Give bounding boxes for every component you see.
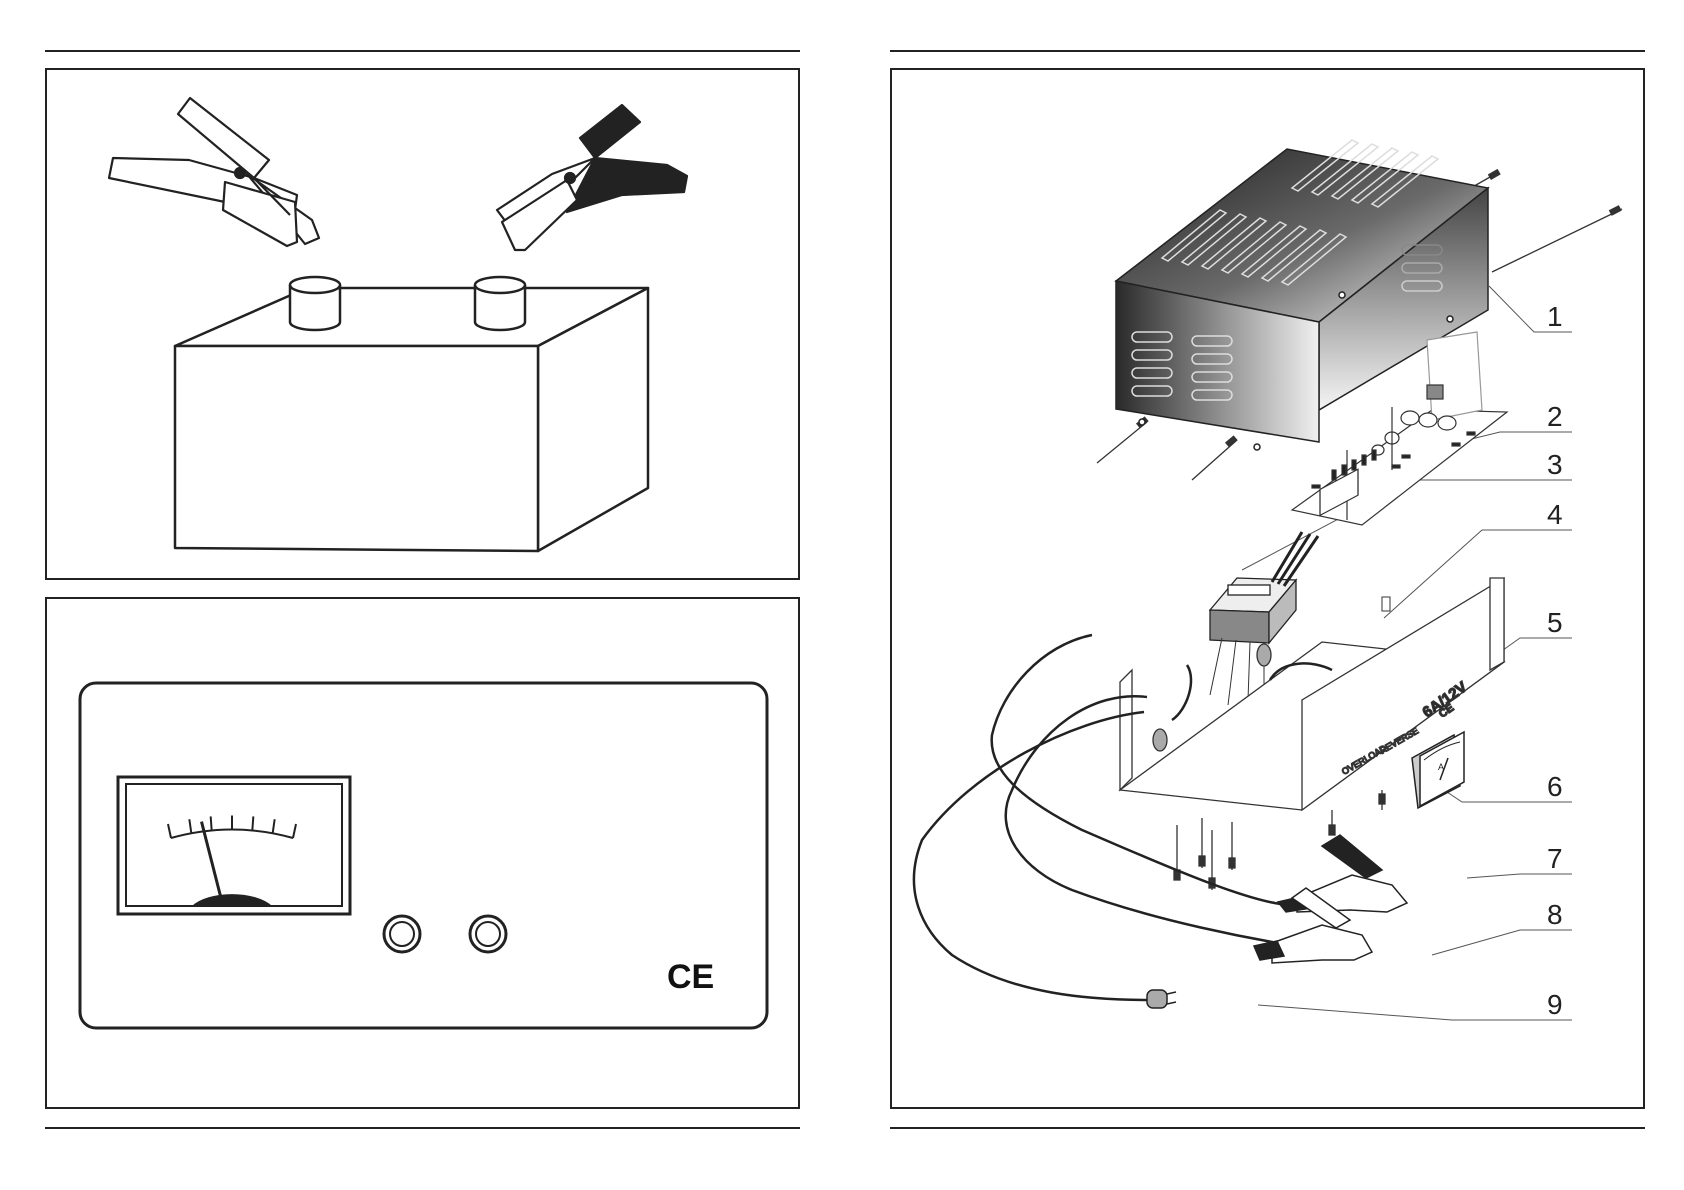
exploded-view-drawing: 6A/12V CE OVERLOAD REVERSE xyxy=(892,70,1643,1107)
battery-connection-figure xyxy=(45,68,800,580)
callout-9: 9 xyxy=(1547,989,1563,1020)
right-bottom-rule xyxy=(890,1127,1645,1129)
battery-connection-drawing xyxy=(47,70,798,578)
callout-numbers: 1 2 3 4 5 6 7 8 9 xyxy=(1547,301,1563,1020)
right-knob xyxy=(470,916,506,952)
mains-plug xyxy=(1147,990,1176,1008)
callout-5: 5 xyxy=(1547,607,1563,638)
chassis-right-edge xyxy=(1490,578,1504,670)
ammeter xyxy=(118,777,350,914)
negative-terminal xyxy=(475,277,525,330)
callout-1: 1 xyxy=(1547,301,1563,332)
callout-7: 7 xyxy=(1547,843,1563,874)
left-top-rule xyxy=(45,50,800,52)
ammeter-tick xyxy=(252,816,253,830)
positive-terminal xyxy=(290,277,340,330)
left-bottom-rule xyxy=(45,1127,800,1129)
callout-8: 8 xyxy=(1547,899,1563,930)
callout-2: 2 xyxy=(1547,401,1563,432)
left-knob xyxy=(384,916,420,952)
charger-front-panel-figure: CE xyxy=(45,597,800,1109)
panel-ammeter: A xyxy=(1412,732,1464,808)
right-top-rule xyxy=(890,50,1645,52)
black-clamp xyxy=(497,105,687,250)
battery-front-face xyxy=(175,346,538,551)
callout-3: 3 xyxy=(1547,449,1563,480)
red-clamp xyxy=(109,98,319,246)
ammeter-tick xyxy=(211,816,212,830)
meter-letter: A xyxy=(1438,762,1444,772)
ammeter-window xyxy=(126,784,342,906)
exploded-view-figure: 6A/12V CE OVERLOAD REVERSE xyxy=(890,68,1645,1109)
chassis-back-wall xyxy=(1120,670,1132,790)
callout-4: 4 xyxy=(1547,499,1563,530)
ce-mark: CE xyxy=(667,958,714,996)
callout-6: 6 xyxy=(1547,771,1563,802)
chassis-front-panel xyxy=(1302,578,1504,810)
front-panel-drawing: CE xyxy=(47,599,798,1107)
fuse xyxy=(1382,597,1390,611)
